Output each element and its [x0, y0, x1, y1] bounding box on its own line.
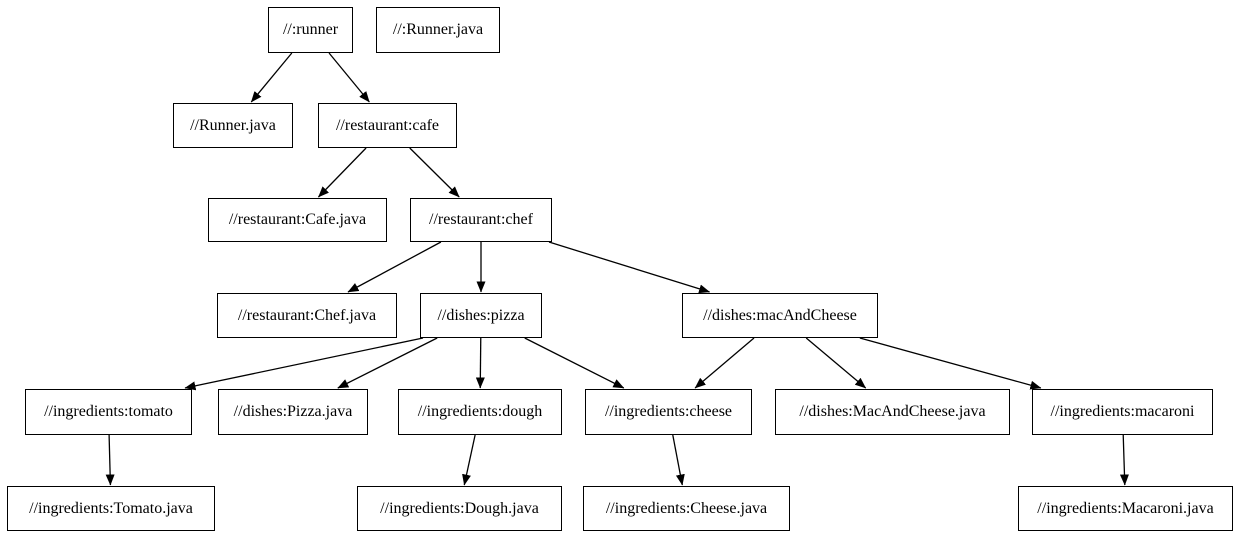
graph-node-pizza: //dishes:pizza: [420, 293, 542, 338]
graph-node-tomato: //ingredients:tomato: [25, 389, 192, 435]
graph-node-cheese-java: //ingredients:Cheese.java: [583, 486, 790, 531]
graph-node-pizza-java: //dishes:Pizza.java: [218, 389, 368, 435]
graph-node-mac-java: //dishes:MacAndCheese.java: [775, 389, 1010, 435]
graph-edge-cafe-to-cafe-java: [317, 147, 367, 198]
graph-node-chef-java: //restaurant:Chef.java: [217, 293, 397, 338]
graph-edge-pizza-to-pizza-java: [337, 337, 438, 389]
graph-edge-runner-to-cafe: [328, 52, 370, 103]
graph-node-macaroni: //ingredients:macaroni: [1032, 389, 1213, 435]
graph-node-tomato-java: //ingredients:Tomato.java: [7, 486, 215, 531]
graph-node-dough: //ingredients:dough: [398, 389, 562, 435]
graph-edge-pizza-to-cheese: [524, 337, 625, 389]
graph-node-runner-java: //Runner.java: [173, 103, 293, 148]
graph-node-cheese: //ingredients:cheese: [585, 389, 752, 435]
graph-edge-mac-and-cheese-to-cheese: [694, 337, 755, 389]
graph-node-dough-java: //ingredients:Dough.java: [357, 486, 562, 531]
graph-node-runner-java-top: //:Runner.java: [376, 7, 500, 53]
graph-node-macaroni-java: //ingredients:Macaroni.java: [1018, 486, 1233, 531]
graph-edge-tomato-to-tomato-java: [105, 434, 115, 486]
graph-node-chef: //restaurant:chef: [410, 198, 552, 242]
graph-node-cafe-java: //restaurant:Cafe.java: [208, 198, 387, 242]
graph-node-cafe: //restaurant:cafe: [318, 103, 457, 148]
graph-node-runner: //:runner: [268, 7, 353, 53]
graph-edge-macaroni-to-macaroni-java: [1119, 434, 1129, 486]
graph-edge-pizza-to-dough: [475, 337, 485, 389]
graph-edge-cheese-to-cheese-java: [672, 434, 685, 486]
graph-edge-dough-to-dough-java: [462, 434, 476, 486]
graph-edge-mac-and-cheese-to-macaroni: [859, 337, 1042, 390]
graph-edge-chef-to-chef-java: [347, 241, 442, 293]
graph-node-mac-and-cheese: //dishes:macAndCheese: [682, 293, 878, 338]
graph-edge-runner-to-runner-java: [250, 52, 293, 103]
graph-edge-chef-to-mac-and-cheese: [548, 241, 711, 294]
graph-edge-cafe-to-chef: [409, 147, 460, 198]
graph-edge-pizza-to-tomato: [184, 337, 424, 391]
graph-edge-mac-and-cheese-to-mac-java: [805, 337, 867, 389]
